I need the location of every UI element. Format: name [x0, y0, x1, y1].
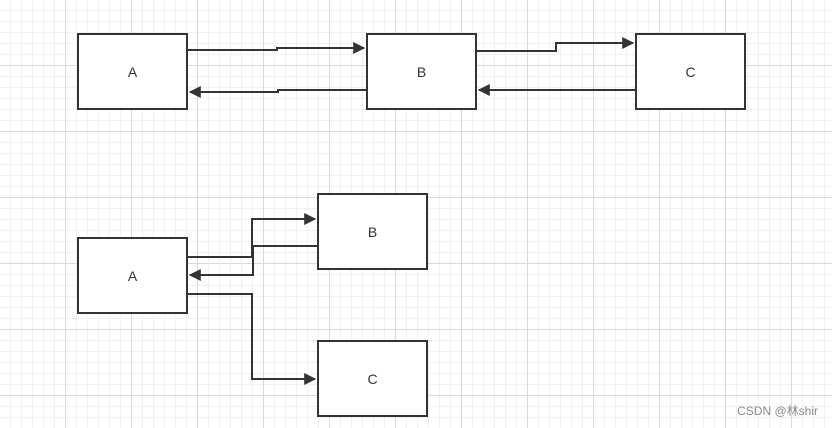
node-c-top: C — [635, 33, 746, 110]
edge-a-to-b-bottom — [188, 213, 317, 258]
node-label: C — [367, 370, 378, 387]
node-label: B — [367, 223, 378, 240]
edge-a-to-c-bottom — [188, 293, 317, 385]
node-label: A — [127, 267, 138, 284]
edge-b-to-a-top — [188, 86, 366, 98]
node-label: C — [685, 63, 696, 80]
watermark: CSDN @林shir — [737, 404, 818, 418]
node-label: A — [127, 63, 138, 80]
node-b-top: B — [366, 33, 477, 110]
node-a-top: A — [77, 33, 188, 110]
edge-b-to-c-top — [477, 37, 635, 52]
edge-a-to-b-top — [188, 42, 366, 54]
node-label: B — [416, 63, 427, 80]
node-a-bottom: A — [77, 237, 188, 314]
edge-b-to-a-bottom — [188, 245, 317, 281]
node-b-bottom: B — [317, 193, 428, 270]
node-c-bottom: C — [317, 340, 428, 417]
